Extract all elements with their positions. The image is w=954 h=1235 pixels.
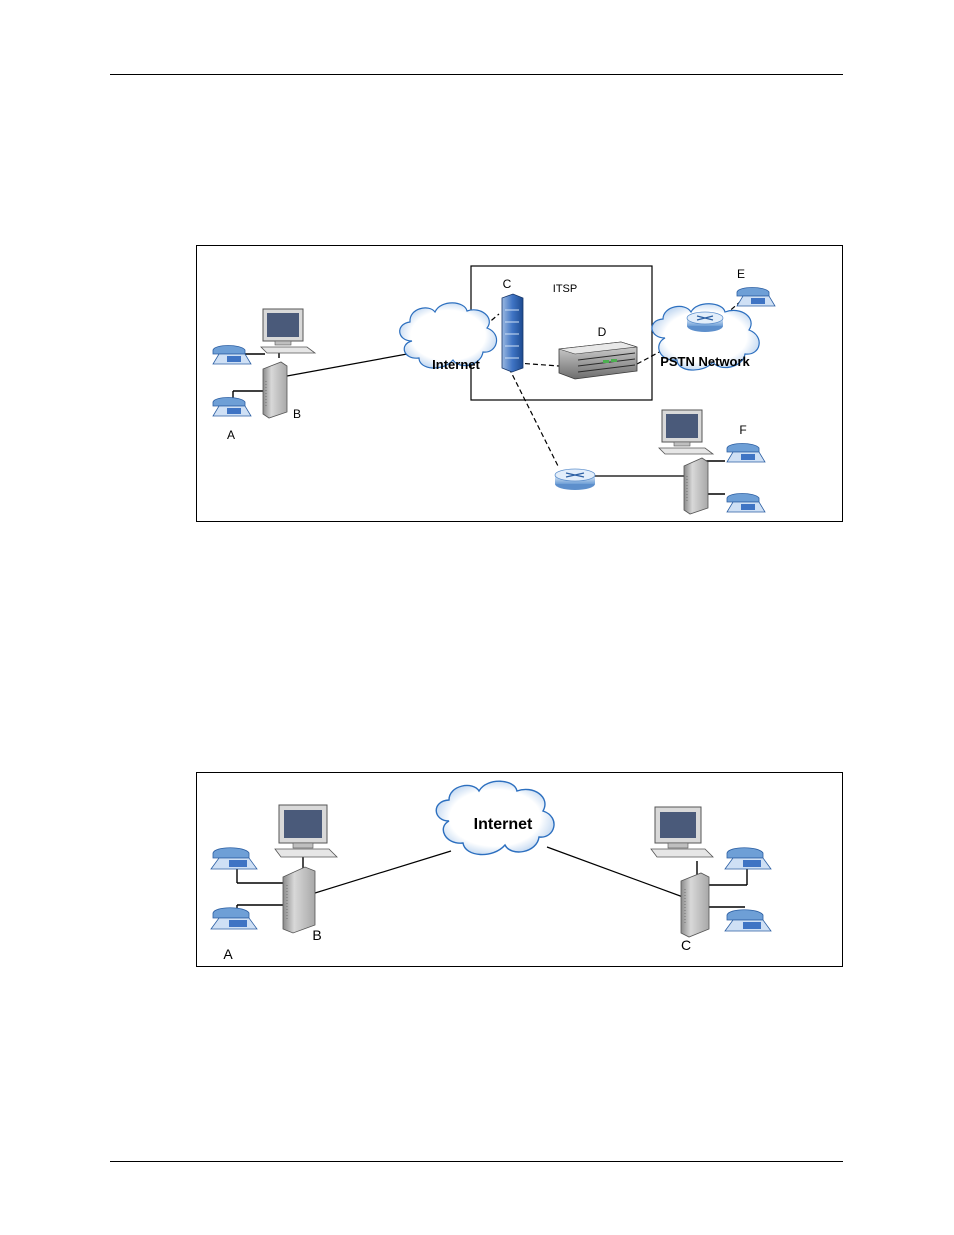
modem-c bbox=[681, 873, 709, 937]
phone-a-bottom bbox=[213, 398, 251, 417]
label-a: A bbox=[227, 428, 235, 442]
label-f: F bbox=[739, 423, 746, 437]
modem-b bbox=[283, 867, 315, 933]
phone-f-top bbox=[727, 444, 765, 463]
computer-c bbox=[651, 807, 713, 857]
computer-b bbox=[261, 309, 315, 353]
label-d: D bbox=[598, 325, 607, 339]
phone-a-top bbox=[213, 346, 251, 365]
footer-rule bbox=[110, 1161, 843, 1162]
internet-cloud: Internet bbox=[400, 303, 497, 372]
internet-cloud: Internet bbox=[436, 781, 554, 854]
label-b: B bbox=[293, 407, 301, 421]
figure-itsp-network: Internet PSTN Network bbox=[196, 245, 843, 522]
link-c-router2 bbox=[509, 368, 559, 468]
computer-b bbox=[275, 805, 337, 857]
modem-b bbox=[263, 362, 287, 418]
phone-a-top bbox=[211, 848, 257, 869]
figure-peer-diagram: Internet bbox=[197, 773, 842, 966]
label-itsp: ITSP bbox=[553, 283, 577, 295]
lan-router bbox=[555, 469, 595, 490]
label-c: C bbox=[503, 277, 512, 291]
internet-label: Internet bbox=[474, 816, 533, 833]
internet-label: Internet bbox=[432, 357, 480, 372]
pstn-label: PSTN Network bbox=[660, 354, 750, 369]
pstn-gateway-d bbox=[559, 342, 637, 379]
header-rule bbox=[110, 74, 843, 75]
label-b: B bbox=[312, 927, 321, 943]
modem-f bbox=[684, 458, 708, 514]
label-a: A bbox=[223, 946, 233, 962]
phone-f-bottom bbox=[727, 494, 765, 513]
phone-c-top bbox=[725, 848, 771, 869]
label-c: C bbox=[681, 937, 691, 953]
figure-peer-to-peer: Internet bbox=[196, 772, 843, 967]
phone-e bbox=[737, 288, 775, 307]
label-e: E bbox=[737, 267, 745, 281]
itsp-server-c bbox=[502, 294, 523, 372]
computer-f bbox=[659, 410, 713, 454]
phone-a-bottom bbox=[211, 908, 257, 929]
figure-itsp-diagram: Internet PSTN Network bbox=[197, 246, 842, 521]
pstn-router bbox=[687, 312, 723, 332]
phone-c-bottom bbox=[725, 910, 771, 931]
